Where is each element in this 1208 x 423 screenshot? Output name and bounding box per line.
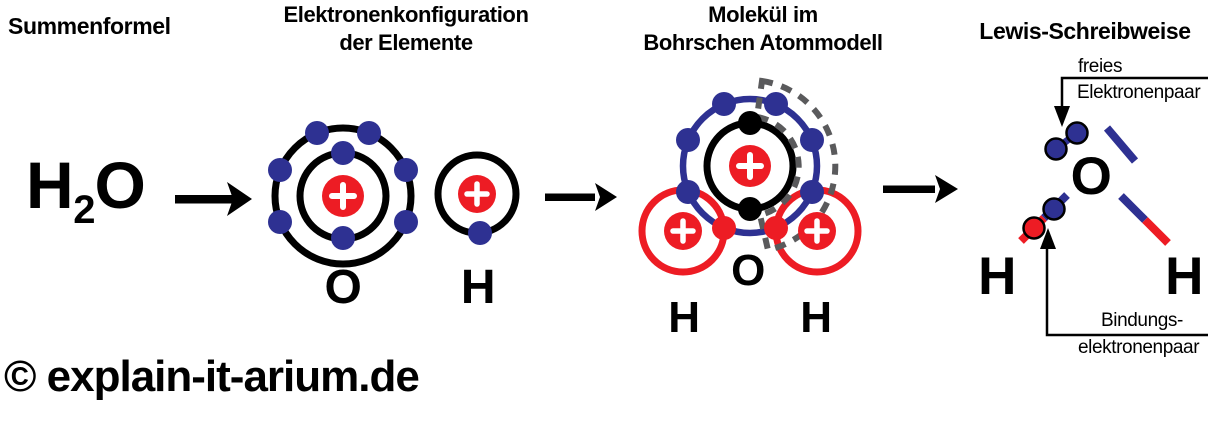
panel3-header: Molekül im Bohrschen Atommodell [606,1,920,57]
oxygen-atom-label: O [324,261,362,314]
formula-o: O [94,148,146,222]
electron-dot [1065,121,1089,145]
electron-dot [394,210,418,234]
electron-dot [764,216,788,240]
electron-dot [268,158,292,182]
arrow-head [935,175,958,203]
arrow-shaft [883,185,935,193]
molecular-formula: H2O [26,152,146,232]
electron-dot [676,128,700,152]
electron-dot [676,180,700,204]
electron-dot [712,216,736,240]
arrow-right-icon [175,182,252,216]
arrow-head [595,183,617,211]
plus-icon [670,218,696,244]
formula-h: H [26,148,74,222]
formula-subscript: 2 [73,188,95,232]
plus-icon [804,218,830,244]
free-pair-pointer-line [1060,76,1208,108]
panel1-header: Summenformel [8,13,171,39]
lewis-oxygen-label: O [1070,147,1112,206]
hydrogen-atom-label: H [460,261,496,314]
arrow-shaft [545,193,595,201]
electron-dot [331,226,355,250]
water-molecule-bohr [638,77,862,276]
electron-dot [305,121,329,145]
panel3-header-line2: Bohrschen Atommodell [643,30,883,55]
oxygen-outer-shell [679,95,821,237]
electron-dot [357,121,381,145]
lewis-hydrogen-left-label: H [978,247,1016,306]
arrow-head [227,182,252,216]
plus-icon [736,152,764,180]
free-pair-line [1103,125,1139,164]
molecule-hydrogen-right-label: H [800,293,832,342]
free-pair-annotation-line2: Elektronenpaar [1077,82,1201,103]
bond-right-red-half [1142,217,1171,246]
electron-dot [1044,137,1068,161]
arrow-shaft [175,195,233,204]
free-pair-annotation-line1: freies [1078,56,1123,77]
arrow-down-icon [1054,106,1070,127]
electron-dot [738,111,762,135]
electron-dot [331,141,355,165]
plus-icon [464,181,490,207]
electron-dot [1022,216,1046,240]
electron-dot [268,210,292,234]
electron-dot [738,197,762,221]
copyright-text: © explain-it-arium.de [4,352,420,401]
electron-dot [800,128,824,152]
panel2-header-line2: der Elemente [339,30,473,55]
hydrogen-bohr-atom [434,151,520,245]
electron-dot [800,180,824,204]
lewis-structure [1018,76,1208,337]
electron-dot [712,92,736,116]
plus-icon [329,182,357,210]
panel4-header: Lewis-Schreibweise [979,18,1191,44]
bond-right-blue-half [1118,193,1148,223]
oxygen-bohr-atom [268,121,418,268]
arrow-right-icon [883,175,958,203]
panel2-header: Elektronenkonfiguration der Elemente [248,1,564,57]
molecule-oxygen-label: O [731,246,765,295]
electron-dot [394,158,418,182]
bond-pair-annotation-line2: elektronenpaar [1078,337,1200,358]
panel2-header-line1: Elektronenkonfiguration [283,2,529,27]
lewis-hydrogen-right-label: H [1165,247,1203,306]
electron-dot [1042,197,1066,221]
electron-dot [764,92,788,116]
arrow-right-icon [545,183,617,211]
bond-pair-annotation-line1: Bindungs- [1101,310,1183,331]
electron-dot [468,221,492,245]
panel3-header-line1: Molekül im [708,2,818,27]
arrow-up-icon [1040,228,1056,249]
molecule-hydrogen-left-label: H [668,293,700,342]
bond-pair-pointer-line [1045,248,1208,337]
dashed-highlight-band [753,77,839,254]
outer-shell [271,124,415,268]
